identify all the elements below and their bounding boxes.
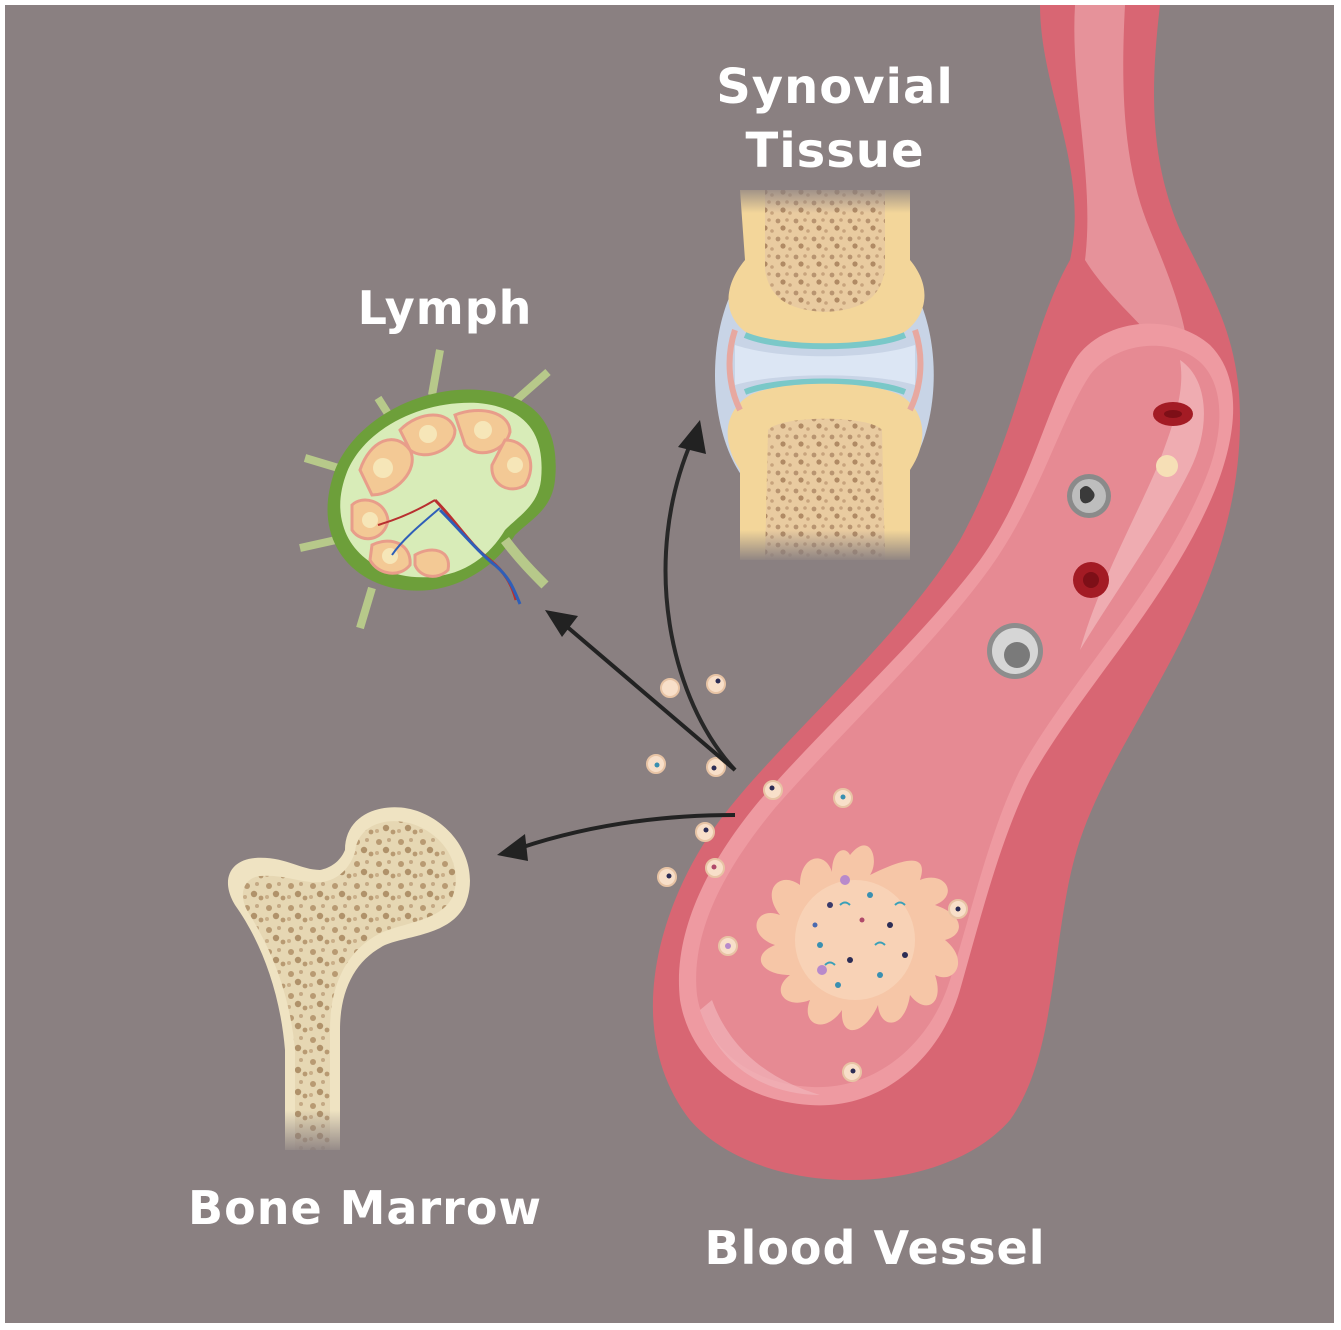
synovial-tissue-label-line1: Synovial bbox=[645, 61, 1025, 115]
blood-vessel-label: Blood Vessel bbox=[655, 1223, 1095, 1275]
lymph-label: Lymph bbox=[305, 283, 585, 335]
femur-bone bbox=[228, 807, 470, 1155]
neutrophil-cell bbox=[1067, 474, 1111, 518]
bone-marrow-label: Bone Marrow bbox=[145, 1183, 585, 1235]
synovial-tissue-label-line2: Tissue bbox=[645, 125, 1025, 179]
synovial-joint bbox=[715, 183, 934, 562]
white-blood-cell bbox=[1156, 455, 1178, 477]
lymph-node bbox=[300, 350, 556, 628]
diagram-svg bbox=[5, 5, 1334, 1323]
arrow-to-lymph bbox=[545, 610, 735, 770]
red-blood-cell bbox=[1153, 402, 1193, 426]
blood-vessel bbox=[653, 5, 1240, 1180]
red-blood-cell bbox=[1073, 562, 1109, 598]
diagram-canvas: Synovial Tissue Lymph Bone Marrow Blood … bbox=[5, 5, 1334, 1323]
monocyte-cell bbox=[987, 623, 1043, 679]
